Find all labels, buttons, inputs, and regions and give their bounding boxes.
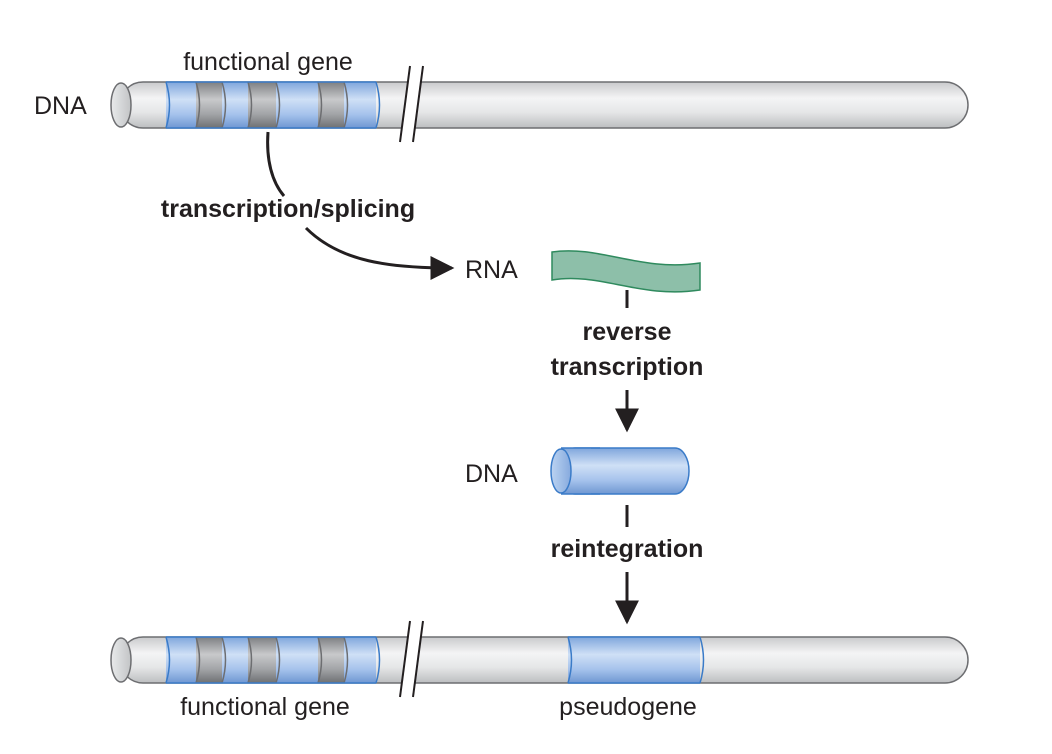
bottom-functional-gene-segments [165,636,381,684]
transcription-splicing-arrow [266,131,455,280]
top-functional-gene-segments [165,81,381,129]
transcription-splicing-label: transcription/splicing [161,195,415,223]
top-break-mark [399,65,424,143]
top-dna-molecule [110,65,969,143]
transcription-label: transcription [551,353,704,381]
pseudogene-segment [567,636,705,684]
reintegration-label: reintegration [551,535,704,563]
reverse-label: reverse [583,318,672,346]
bottom-dna-molecule [110,620,969,698]
pseudogene-label: pseudogene [559,693,697,721]
top-dna-label: DNA [34,92,87,120]
top-functional-gene-label: functional gene [183,48,353,76]
cdna-molecule [550,447,690,495]
rna-strand [551,250,701,293]
middle-dna-label: DNA [465,460,518,488]
bottom-functional-gene-label: functional gene [180,693,350,721]
bottom-break-mark [399,620,424,698]
rna-label: RNA [465,256,518,284]
